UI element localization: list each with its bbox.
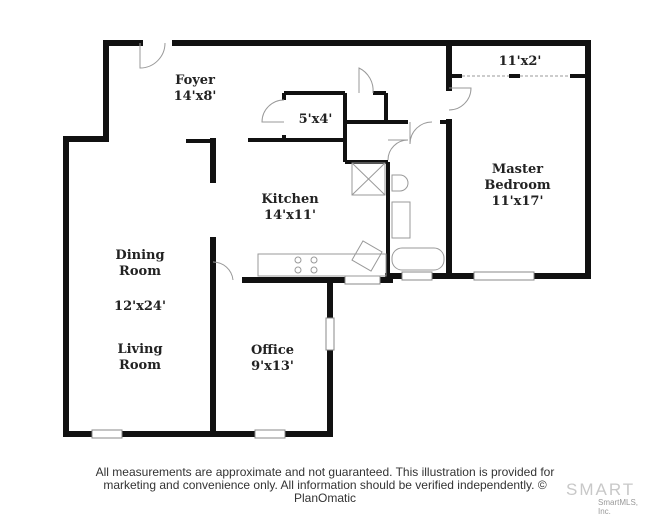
room-size: 5'x4'	[298, 112, 333, 127]
room-foyer: Foyer 14'x8'	[150, 73, 240, 105]
room-master-bedroom: Master Bedroom 11'x17'	[470, 162, 565, 210]
room-size: 14'x8'	[173, 89, 217, 104]
room-name: Office	[250, 343, 295, 358]
room-kitchen: Kitchen 14'x11'	[240, 192, 340, 224]
room-name: Master Bedroom	[484, 162, 551, 193]
room-name: Foyer	[175, 73, 215, 88]
room-name: Kitchen	[261, 192, 319, 207]
watermark-logo: SMART	[566, 480, 636, 499]
room-size: 9'x13'	[251, 359, 294, 374]
room-size: 12'x24'	[114, 299, 166, 314]
room-size: 14'x11'	[264, 208, 316, 223]
room-living: Living Room	[95, 342, 185, 374]
room-bedroom-closet: 11'x2'	[480, 54, 560, 70]
room-closet: 5'x4'	[288, 112, 343, 128]
watermark-sub: SmartMLS, Inc.	[598, 498, 639, 516]
disclaimer-line-2: marketing and convenience only. All info…	[103, 478, 547, 505]
room-size: 11'x17'	[491, 194, 544, 209]
disclaimer: All measurements are approximate and not…	[80, 466, 570, 505]
disclaimer-line-1: All measurements are approximate and not…	[95, 465, 555, 479]
room-office: Office 9'x13'	[230, 343, 315, 375]
doors	[139, 42, 570, 281]
room-name: Living Room	[117, 342, 163, 373]
fixtures	[257, 162, 445, 277]
windows	[91, 271, 535, 439]
interior-walls	[186, 74, 588, 280]
room-size: 11'x2'	[498, 54, 542, 69]
room-dining: Dining Room 12'x24'	[95, 248, 185, 315]
walls	[63, 40, 591, 437]
room-name: Dining Room	[115, 248, 165, 279]
